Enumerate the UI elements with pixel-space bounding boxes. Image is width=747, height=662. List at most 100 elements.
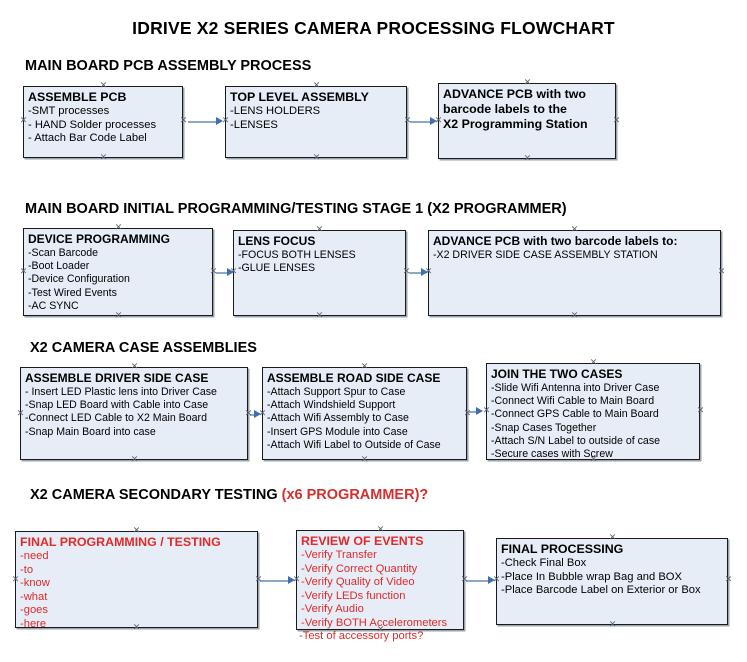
flow-box-item: -Slide Wifi Antenna into Driver Case (491, 382, 660, 394)
connection-handle-icon[interactable]: ✕ (132, 623, 141, 633)
flow-box-advance-pcb-driver-side-case[interactable]: ADVANCE PCB with two barcode labels to: … (428, 230, 721, 316)
connection-handle-icon[interactable]: ✕ (376, 525, 385, 535)
flow-box-item: -Place In Bubble wrap Bag and BOX (501, 570, 682, 583)
flow-box-review-of-events[interactable]: REVIEW OF EVENTS -Verify Transfer -Verif… (296, 530, 464, 630)
flow-box-item: - Attach Bar Code Label (28, 132, 147, 145)
connection-handle-icon[interactable]: ✕ (312, 81, 321, 91)
flow-box-item: -Test Wired Events (28, 286, 117, 299)
connection-handle-icon[interactable]: ✕ (130, 455, 139, 465)
connection-handle-icon[interactable]: ✕ (254, 575, 263, 585)
section-heading-accent: (x6 PROGRAMMER)? (281, 487, 429, 503)
flow-box-item: -FOCUS BOTH LENSES (238, 249, 356, 261)
flow-box-title: JOIN THE TWO CASES (491, 367, 623, 381)
flow-box-item: -to (20, 563, 34, 576)
connection-handle-icon[interactable]: ✕ (492, 575, 501, 585)
flow-box-item: -Snap LED Board with Cable into Case (25, 399, 209, 412)
connection-handle-icon[interactable]: ✕ (132, 526, 141, 536)
connection-handle-icon[interactable]: ✕ (523, 154, 532, 164)
flow-box-items: -FOCUS BOTH LENSES -GLUE LENSES (238, 249, 402, 275)
connection-handle-icon[interactable]: ✕ (717, 267, 726, 277)
connection-handle-icon[interactable]: ✕ (724, 575, 733, 585)
connection-handle-icon[interactable]: ✕ (570, 225, 579, 235)
connection-handle-icon[interactable]: ✕ (99, 153, 108, 163)
flow-box-items: -LENS HOLDERS -LENSES (230, 105, 403, 132)
flow-box-title-line2: barcode labels to the (443, 102, 567, 116)
flow-box-item: -Snap Cases Together (491, 421, 597, 434)
connection-handle-icon[interactable]: ✕ (221, 116, 230, 126)
flow-box-item: -need (20, 550, 49, 562)
flow-box-item: -Attach Wifi Assembly to Case (267, 412, 409, 425)
connection-handle-icon[interactable]: ✕ (460, 575, 469, 585)
flow-box-item: -Verify Transfer (301, 549, 377, 561)
page-title: IDRIVE X2 SERIES CAMERA PROCESSING FLOWC… (132, 18, 615, 38)
flow-box-items: -Slide Wifi Antenna into Driver Case -Co… (491, 382, 696, 461)
flow-box-title: LENS FOCUS (238, 234, 316, 248)
flow-box-join-the-two-cases[interactable]: JOIN THE TWO CASES -Slide Wifi Antenna i… (486, 363, 700, 460)
section-heading-main-board-initial-programming: MAIN BOARD INITIAL PROGRAMMING/TESTING S… (25, 201, 567, 217)
arrow-head-icon (476, 407, 483, 415)
flow-box-title: TOP LEVEL ASSEMBLY (230, 90, 369, 104)
flow-box-assemble-pcb[interactable]: ASSEMBLE PCB -SMT processes - HAND Solde… (23, 86, 183, 158)
conn-final-programming-to-review (260, 580, 290, 582)
flow-box-lens-focus[interactable]: LENS FOCUS -FOCUS BOTH LENSES -GLUE LENS… (233, 230, 406, 316)
connection-handle-icon[interactable]: ✕ (589, 455, 598, 465)
connection-handle-icon[interactable]: ✕ (114, 223, 123, 233)
connection-handle-icon[interactable]: ✕ (403, 116, 412, 126)
connection-handle-icon[interactable]: ✕ (570, 311, 579, 321)
connection-handle-icon[interactable]: ✕ (114, 311, 123, 321)
connection-handle-icon[interactable]: ✕ (209, 267, 218, 277)
flow-box-title-line3: X2 Programming Station (443, 117, 588, 131)
connection-handle-icon[interactable]: ✕ (434, 116, 443, 126)
flow-box-item: -AC SYNC (28, 299, 79, 312)
connection-handle-icon[interactable]: ✕ (130, 362, 139, 372)
connection-handle-icon[interactable]: ✕ (376, 625, 385, 635)
flow-box-final-programming-testing[interactable]: FINAL PROGRAMMING / TESTING -need -to -k… (15, 531, 258, 630)
connection-handle-icon[interactable]: ✕ (11, 575, 20, 585)
flow-box-item: -Attach Wifi Label to Outside of Case (267, 438, 441, 451)
connection-handle-icon[interactable]: ✕ (179, 116, 188, 126)
flow-box-item: -X2 DRIVER SIDE CASE ASSEMBLY STATION (433, 249, 658, 261)
connection-handle-icon[interactable]: ✕ (19, 267, 28, 277)
connection-handle-icon[interactable]: ✕ (360, 455, 369, 465)
connection-handle-icon[interactable]: ✕ (19, 116, 28, 126)
connection-handle-icon[interactable]: ✕ (99, 81, 108, 91)
flow-box-final-processing[interactable]: FINAL PROCESSING -Check Final Box -Place… (496, 538, 728, 625)
flow-box-assemble-road-side-case[interactable]: ASSEMBLE ROAD SIDE CASE -Attach Support … (262, 367, 467, 460)
flow-box-title: ASSEMBLE PCB (28, 90, 127, 104)
connection-handle-icon[interactable]: ✕ (312, 153, 321, 163)
connection-handle-icon[interactable]: ✕ (402, 267, 411, 277)
connection-handle-icon[interactable]: ✕ (696, 406, 705, 416)
flow-box-item: -Snap Main Board into case (25, 425, 156, 438)
connection-handle-icon[interactable]: ✕ (315, 225, 324, 235)
connection-handle-icon[interactable]: ✕ (608, 533, 617, 543)
flow-box-items: -X2 DRIVER SIDE CASE ASSEMBLY STATION (433, 249, 717, 262)
flow-box-device-programming[interactable]: DEVICE PROGRAMMING -Scan Barcode -Boot L… (23, 228, 213, 316)
flow-box-item: -know (20, 577, 50, 590)
connection-handle-icon[interactable]: ✕ (258, 409, 267, 419)
connection-handle-icon[interactable]: ✕ (16, 409, 25, 419)
flow-box-item: -Connect GPS Cable to Main Board (491, 408, 659, 421)
flow-box-top-level-assembly[interactable]: TOP LEVEL ASSEMBLY -LENS HOLDERS -LENSES (225, 86, 407, 158)
connection-handle-icon[interactable]: ✕ (315, 311, 324, 321)
connection-handle-icon[interactable]: ✕ (292, 575, 301, 585)
flow-box-item: -goes (20, 604, 48, 617)
flow-box-assemble-driver-side-case[interactable]: ASSEMBLE DRIVER SIDE CASE - Insert LED P… (20, 367, 248, 460)
flow-box-advance-pcb-programming-station[interactable]: ADVANCE PCB with two barcode labels to t… (438, 83, 616, 159)
flow-box-items: -Verify Transfer -Verify Correct Quantit… (301, 549, 460, 631)
connection-handle-icon[interactable]: ✕ (463, 409, 472, 419)
connection-handle-icon[interactable]: ✕ (244, 409, 253, 419)
flow-box-item: -LENSES (230, 118, 278, 131)
arrow-head-icon (216, 117, 223, 125)
flow-box-item: -Verify BOTH Accelerometers (301, 616, 448, 629)
flow-box-items: -need -to -know -what -goes -here (20, 550, 254, 632)
flow-box-item: -here (20, 617, 47, 630)
connection-handle-icon[interactable]: ✕ (523, 78, 532, 88)
connection-handle-icon[interactable]: ✕ (360, 362, 369, 372)
connection-handle-icon[interactable]: ✕ (482, 406, 491, 416)
connection-handle-icon[interactable]: ✕ (424, 267, 433, 277)
connection-handle-icon[interactable]: ✕ (612, 116, 621, 126)
connection-handle-icon[interactable]: ✕ (589, 358, 598, 368)
flow-box-title: ASSEMBLE DRIVER SIDE CASE (25, 371, 209, 385)
connection-handle-icon[interactable]: ✕ (608, 620, 617, 630)
connection-handle-icon[interactable]: ✕ (229, 267, 238, 277)
